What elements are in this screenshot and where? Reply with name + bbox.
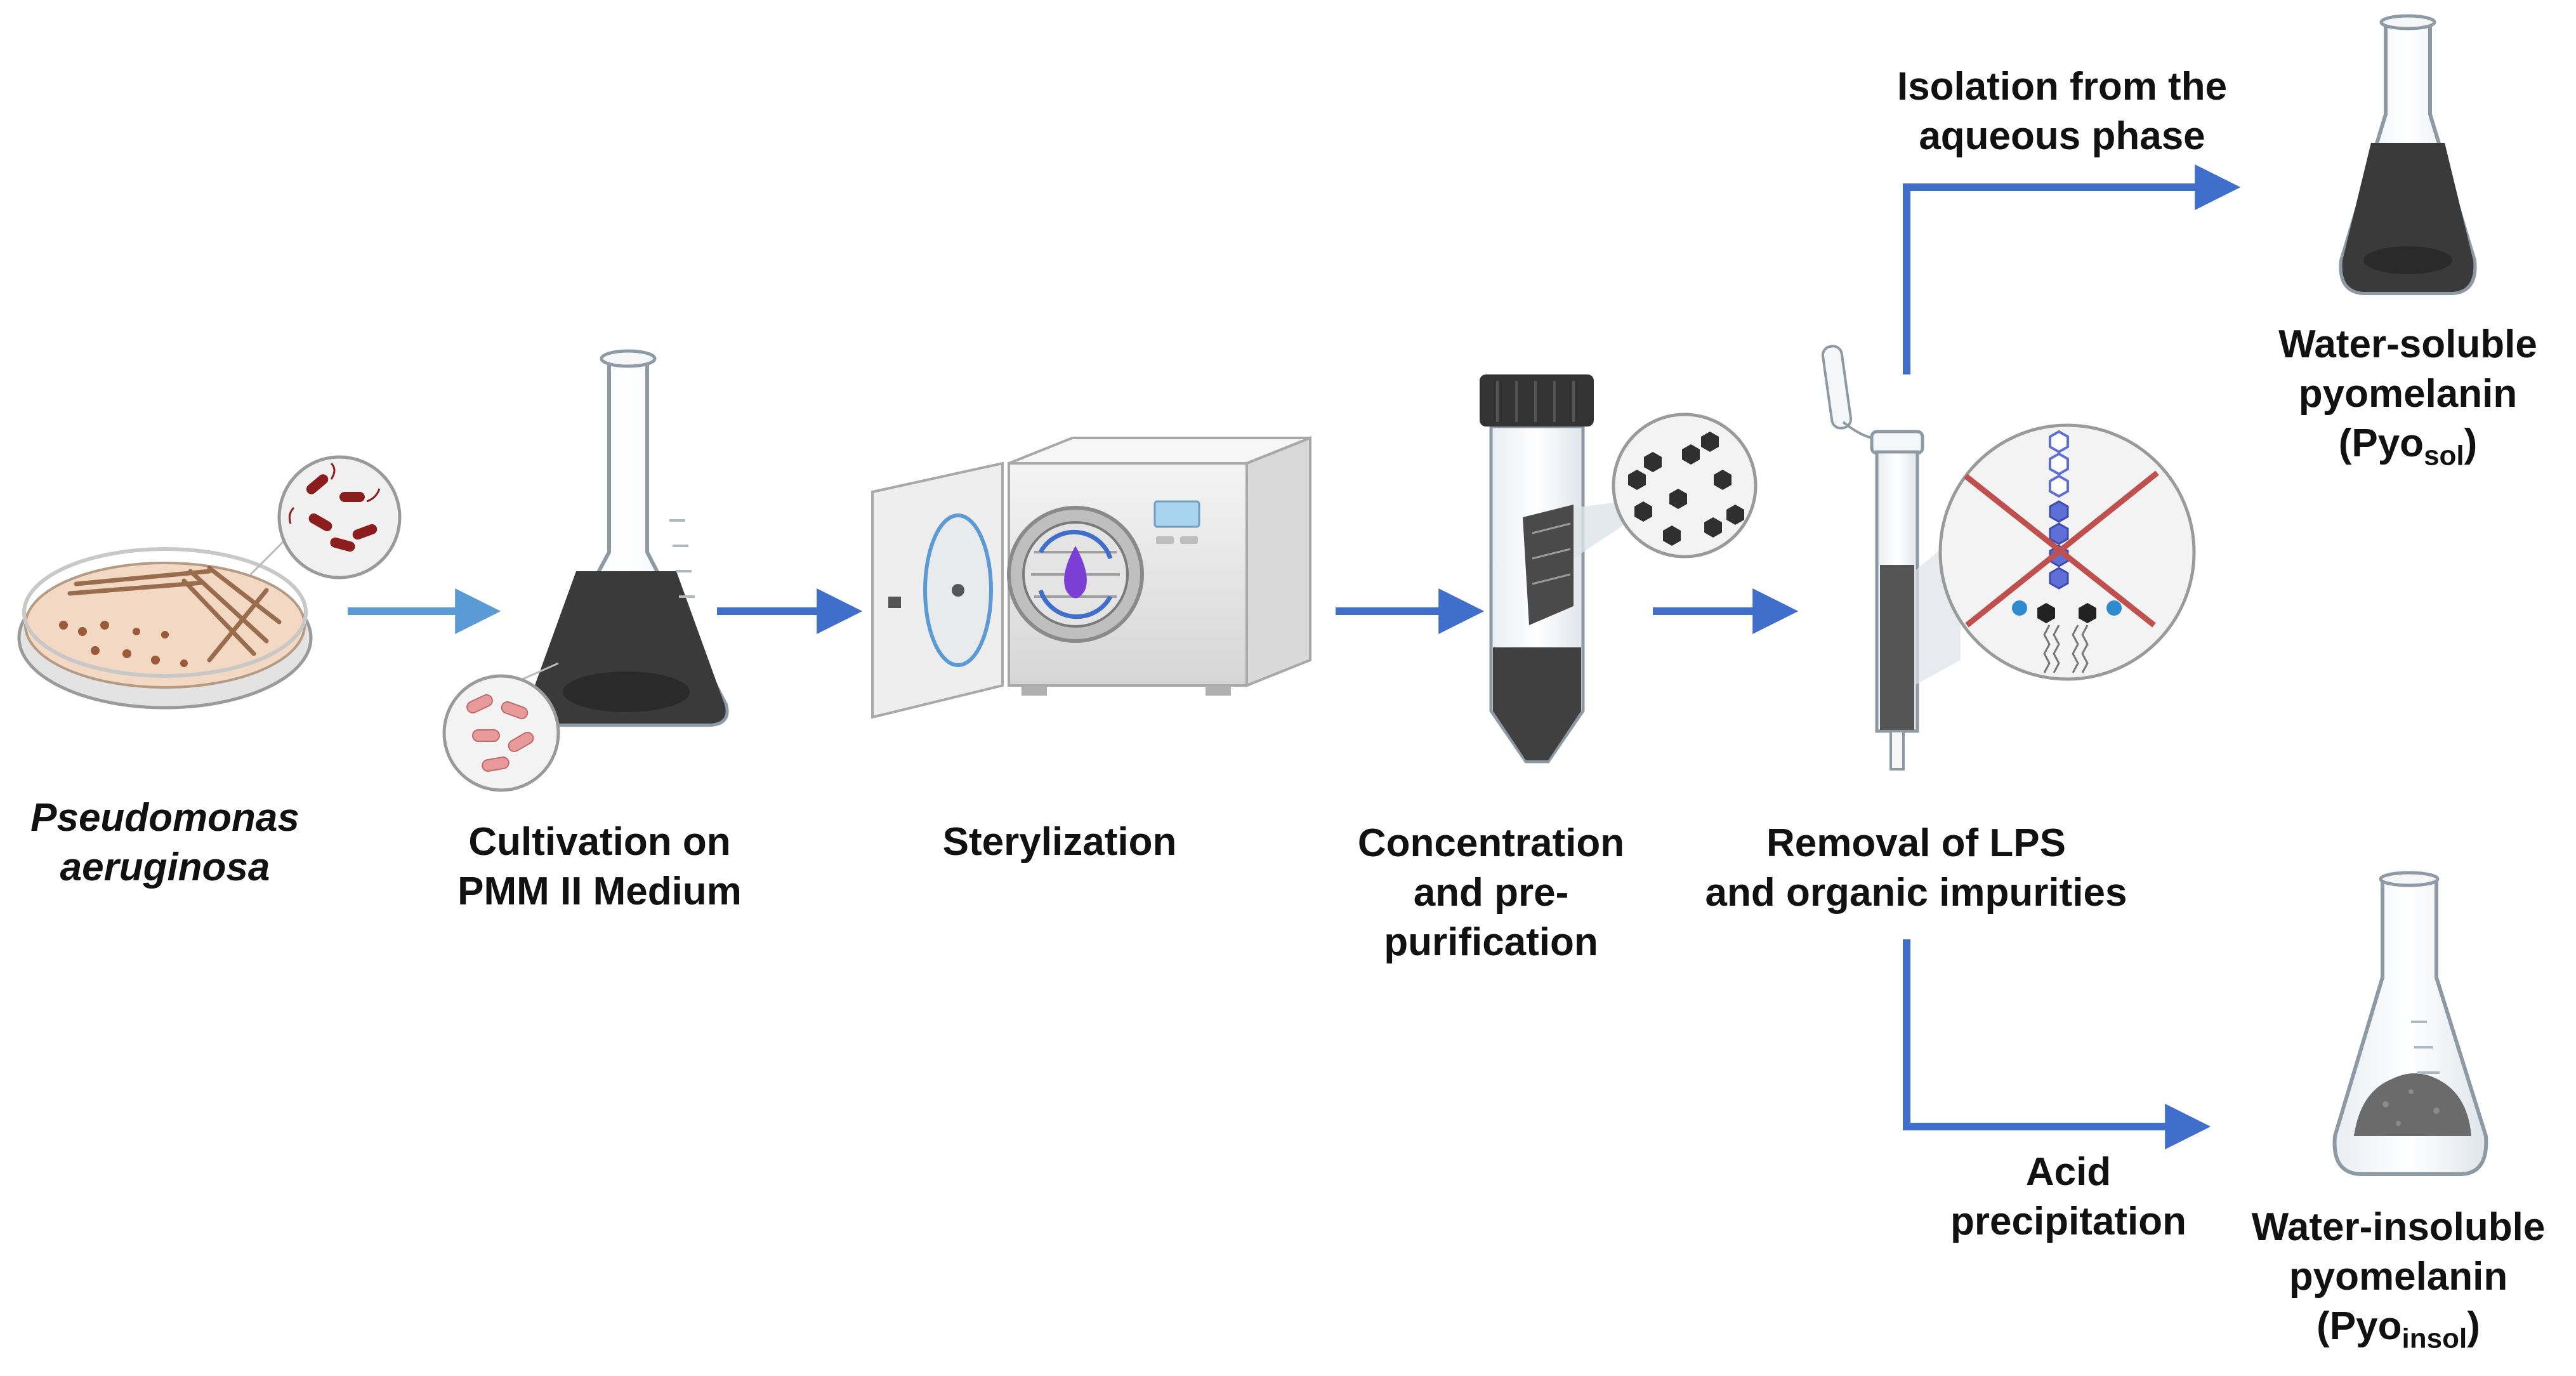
soluble-product-line1: Water-soluble (2278, 322, 2537, 366)
insoluble-abbr-open: (Pyo (2316, 1304, 2402, 1348)
insoluble-product-line1: Water-insoluble (2251, 1205, 2546, 1249)
chromatography-column-icon (1821, 345, 1961, 771)
petri-dish-icon (17, 455, 402, 710)
removal-label: Removal of LPS and organic impurities (1681, 819, 2151, 918)
lower-route-label: Acid precipitation (1910, 1148, 2227, 1247)
cultivation-label-line2: PMM II Medium (457, 870, 742, 913)
concentration-label-line1: Concentration (1357, 821, 1625, 865)
organism-label-line1: Pseudomonas (30, 796, 299, 840)
concentration-label-line2: and pre- (1413, 871, 1569, 915)
sterilization-label: Sterylization (895, 817, 1225, 867)
insoluble-abbr-sub: insol (2402, 1323, 2468, 1354)
cultivation-label-line1: Cultivation on (468, 820, 731, 864)
insoluble-product-abbr: (Pyoinsol) (2221, 1302, 2576, 1354)
flask-precipitate-icon (2332, 871, 2488, 1176)
arrow-to-soluble-product (1903, 164, 2241, 374)
concentration-label-line3: purification (1384, 920, 1598, 964)
concentration-label: Concentration and pre- purification (1326, 819, 1656, 967)
sterilization-label-line1: Sterylization (942, 820, 1177, 864)
insoluble-product-label: Water-insoluble pyomelanin (Pyoinsol) (2221, 1203, 2576, 1354)
lower-route-label-line2: precipitation (1950, 1200, 2187, 1243)
insoluble-product-line2: pyomelanin (2289, 1255, 2508, 1299)
lps-molecule-icon (1938, 423, 2196, 681)
erlenmeyer-flask-icon (442, 349, 729, 792)
arrow-to-insoluble-product (1903, 939, 2211, 1149)
soluble-product-label: Water-soluble pyomelanin (Pyosol) (2240, 320, 2576, 472)
removal-label-line1: Removal of LPS (1766, 821, 2066, 865)
soluble-product-line2: pyomelanin (2298, 372, 2518, 416)
lower-route-label-line1: Acid (2025, 1150, 2112, 1194)
upper-route-label: Isolation from the aqueous phase (1853, 62, 2271, 161)
insoluble-abbr-close: ) (2467, 1304, 2480, 1348)
flask-soluble-product-icon (2339, 14, 2477, 295)
autoclave-icon (871, 436, 1311, 719)
soluble-abbr-open: (Pyo (2338, 421, 2424, 465)
centrifuge-tube-icon (1480, 374, 1758, 764)
organism-label-line2: aeruginosa (60, 845, 270, 889)
soluble-product-abbr: (Pyosol) (2240, 419, 2576, 472)
soluble-abbr-sub: sol (2424, 440, 2464, 472)
soluble-abbr-close: ) (2464, 421, 2478, 465)
removal-label-line2: and organic impurities (1705, 871, 2127, 915)
upper-route-label-line1: Isolation from the (1896, 65, 2228, 109)
upper-route-label-line2: aqueous phase (1919, 114, 2205, 158)
organism-label: Pseudomonas aeruginosa (0, 793, 330, 892)
cultivation-label: Cultivation on PMM II Medium (431, 817, 768, 916)
